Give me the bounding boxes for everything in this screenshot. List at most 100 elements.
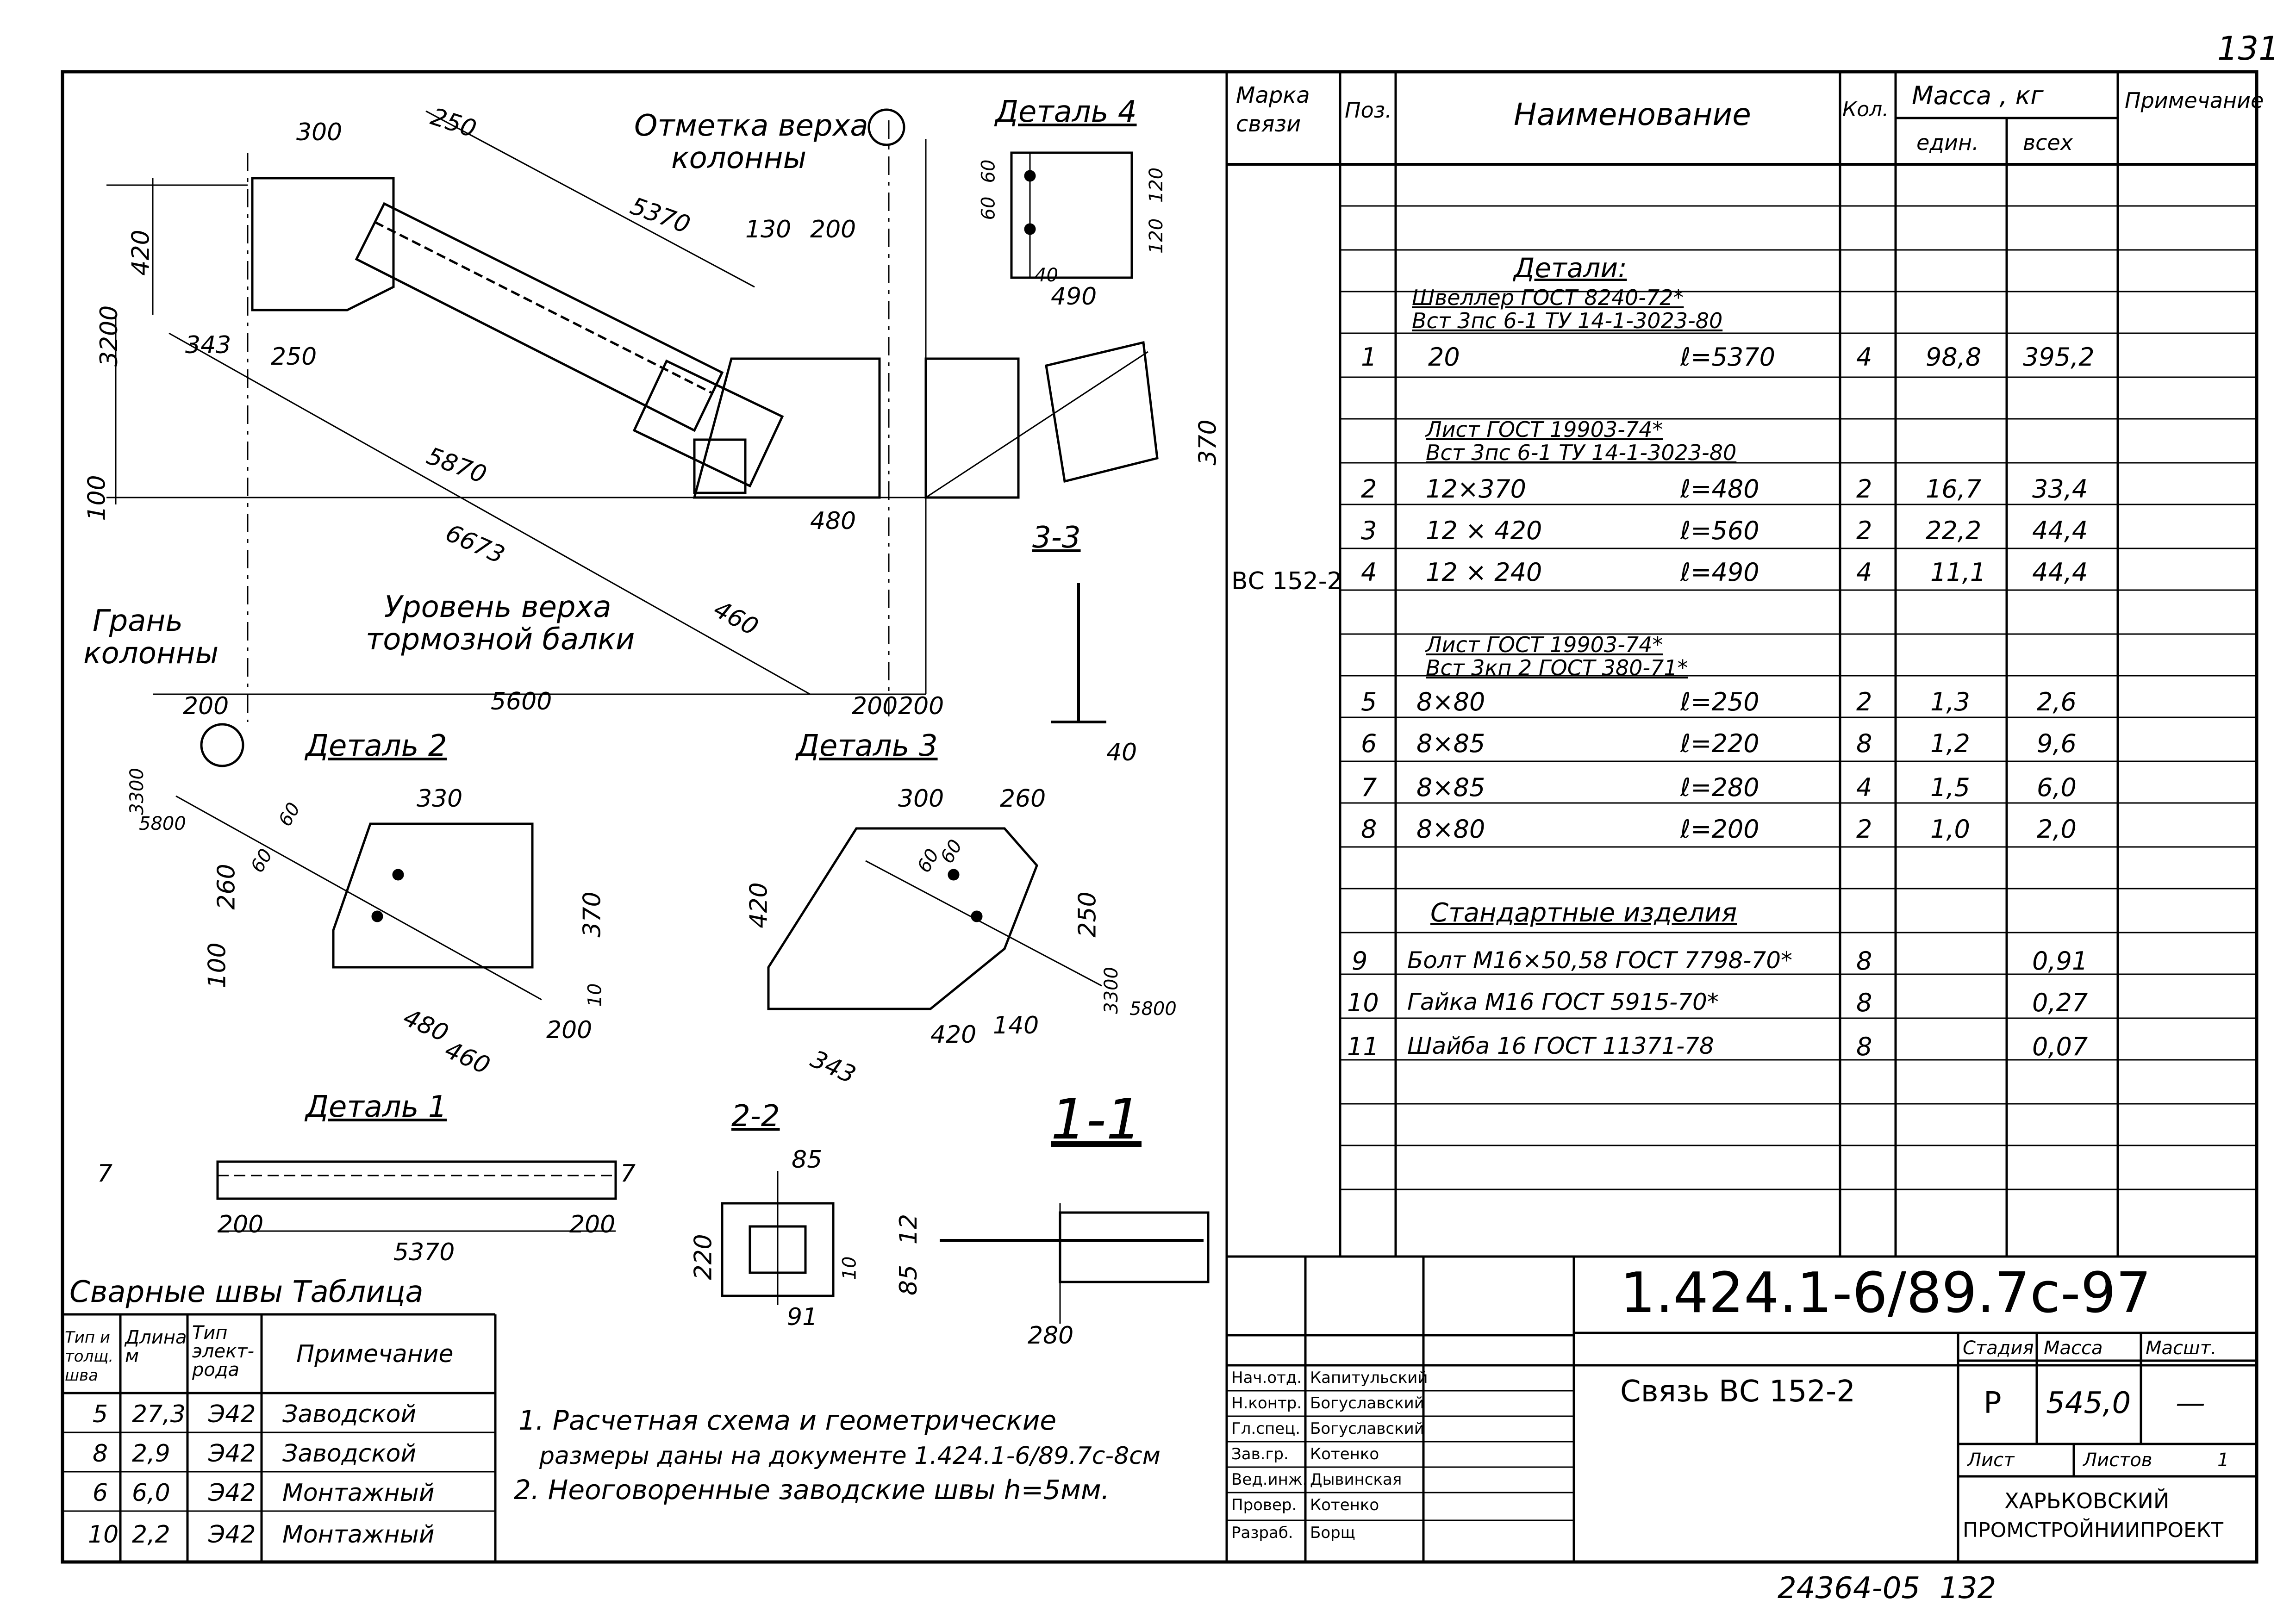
- dim-3200: 3200: [95, 305, 124, 367]
- det4-dim-120b: 120: [1146, 218, 1167, 254]
- row8-unit: 1,0: [1930, 815, 1970, 844]
- role-7: Разраб.: [1231, 1524, 1293, 1542]
- row2-unit: 16,7: [1926, 474, 1982, 504]
- weld-r2-note: Заводской: [282, 1440, 417, 1468]
- dim-200-left: 200: [183, 692, 229, 720]
- row6-name: 8×85: [1416, 729, 1485, 758]
- name-7: Борщ: [1310, 1524, 1355, 1542]
- det2-dim-200: 200: [546, 1016, 593, 1044]
- row11-pos: 11: [1347, 1032, 1379, 1061]
- row3-unit: 22,2: [1926, 516, 1982, 545]
- row2-all: 33,4: [2032, 474, 2088, 504]
- row7-qty: 4: [1856, 773, 1872, 802]
- row2-pos: 2: [1361, 474, 1377, 504]
- label-brake2: тормозной балки: [366, 622, 635, 657]
- row4-all: 44,4: [2032, 558, 2088, 587]
- row3-name: 12 × 420: [1426, 516, 1542, 545]
- row4-qty: 4: [1856, 558, 1872, 587]
- row7-all: 6,0: [2037, 773, 2077, 802]
- row5-qty: 2: [1856, 687, 1872, 716]
- row4-pos: 4: [1361, 558, 1377, 587]
- stamp-stage-h: Стадия: [1963, 1338, 2034, 1359]
- role-6: Провер.: [1231, 1496, 1297, 1514]
- spec-h-qty: Кол.: [1842, 98, 1889, 121]
- det3-dim-420b: 420: [930, 1021, 977, 1049]
- label-edge: Грань: [93, 604, 183, 638]
- name-2: Богуславский: [1310, 1394, 1424, 1412]
- weld-r3-len: 6,0: [132, 1479, 170, 1507]
- weld-r4-type: 10: [88, 1521, 119, 1549]
- title-detail-1: Деталь 1: [306, 1090, 447, 1124]
- weld-table-title: Сварные швы Таблица: [69, 1275, 424, 1309]
- row5-all: 2,6: [2037, 687, 2077, 716]
- spec-h-unit: един.: [1916, 130, 1979, 155]
- row8-all: 2,0: [2037, 815, 2077, 844]
- label-col-top: Отметка верха: [634, 109, 868, 143]
- weld-r2-type: 8: [93, 1440, 108, 1468]
- spec-channel-a: Швеллер ГОСТ 8240-72*: [1412, 285, 1684, 310]
- page-number: 131: [2217, 30, 2279, 68]
- weld-h-len: Длина м: [125, 1327, 187, 1367]
- spec-h-all: всех: [2023, 130, 2073, 155]
- label-edge2: колонны: [83, 636, 219, 671]
- stamp-mass-h: Масса: [2044, 1338, 2103, 1359]
- s11-dim-280: 280: [1028, 1322, 1074, 1350]
- det2-dim-100: 100: [203, 942, 231, 989]
- row8-len: ℓ=200: [1680, 815, 1759, 844]
- det2-dim-10: 10: [584, 983, 606, 1007]
- bottom-code: 24364-05: [1778, 1571, 1921, 1605]
- spec-sheet1-b: Вст 3пс 6-1 ТУ 14-1-3023-80: [1426, 440, 1737, 465]
- weld-r3-el: Э42: [208, 1479, 256, 1507]
- row9-name: Болт М16×50,58 ГОСТ 7798-70*: [1407, 947, 1793, 974]
- title-section-2-2: 2-2: [731, 1099, 780, 1133]
- spec-sheet2-b: Вст 3кп 2 ГОСТ 380-71*: [1426, 655, 1688, 680]
- weld-r2-el: Э42: [208, 1440, 256, 1468]
- drawing-title: Связь ВС 152-2: [1620, 1375, 1855, 1409]
- det3-slope-5800: 5800: [1129, 998, 1177, 1020]
- det3-dim-260: 260: [1000, 785, 1046, 813]
- name-1: Капитульский: [1310, 1369, 1428, 1387]
- row3-pos: 3: [1361, 516, 1377, 545]
- s33-dim-40: 40: [1106, 739, 1137, 766]
- dim-200-r1: 200: [852, 692, 898, 720]
- row1-all: 395,2: [2023, 342, 2095, 372]
- row4-len: ℓ=490: [1680, 558, 1759, 587]
- stamp-scale: —: [2176, 1386, 2205, 1420]
- spec-sec-details: Детали:: [1514, 252, 1627, 284]
- weld-r1-el: Э42: [208, 1400, 256, 1428]
- row10-name: Гайка М16 ГОСТ 5915-70*: [1407, 989, 1719, 1015]
- stamp-sheets: 1: [2217, 1450, 2229, 1471]
- name-4: Котенко: [1310, 1445, 1379, 1463]
- title-detail-4: Деталь 4: [995, 95, 1137, 129]
- row1-pos: 1: [1361, 342, 1377, 372]
- row10-qty: 8: [1856, 988, 1872, 1017]
- row3-all: 44,4: [2032, 516, 2088, 545]
- spec-h-mark: Марка связи: [1236, 82, 1310, 137]
- role-3: Гл.спец.: [1231, 1419, 1301, 1438]
- dim-130: 130: [745, 216, 792, 243]
- s22-dim-91: 91: [787, 1303, 818, 1331]
- role-5: Вед.инж.: [1231, 1470, 1308, 1489]
- det4-dim-490: 490: [1051, 283, 1097, 311]
- det2-dim-330: 330: [417, 785, 463, 813]
- row2-qty: 2: [1856, 474, 1872, 504]
- row8-qty: 2: [1856, 815, 1872, 844]
- name-5: Дывинская: [1310, 1470, 1402, 1489]
- det2-dim-370: 370: [578, 891, 606, 938]
- det4-dim-60a: 60: [978, 159, 999, 183]
- stamp-stage: Р: [1984, 1386, 2002, 1420]
- s22-dim-10: 10: [839, 1256, 861, 1280]
- name-3: Богуславский: [1310, 1419, 1424, 1438]
- dim-370: 370: [1194, 419, 1222, 466]
- row8-name: 8×80: [1416, 815, 1485, 844]
- row7-pos: 7: [1361, 773, 1377, 802]
- row4-unit: 11,1: [1930, 558, 1986, 587]
- role-1: Нач.отд.: [1231, 1369, 1302, 1387]
- dim-300: 300: [296, 118, 343, 146]
- dim-480: 480: [810, 507, 856, 535]
- row10-pos: 10: [1347, 988, 1379, 1017]
- label-col-top2: колонны: [671, 141, 807, 175]
- stamp-sheets-h: Листов: [2083, 1450, 2152, 1471]
- weld-r2-len: 2,9: [132, 1440, 170, 1468]
